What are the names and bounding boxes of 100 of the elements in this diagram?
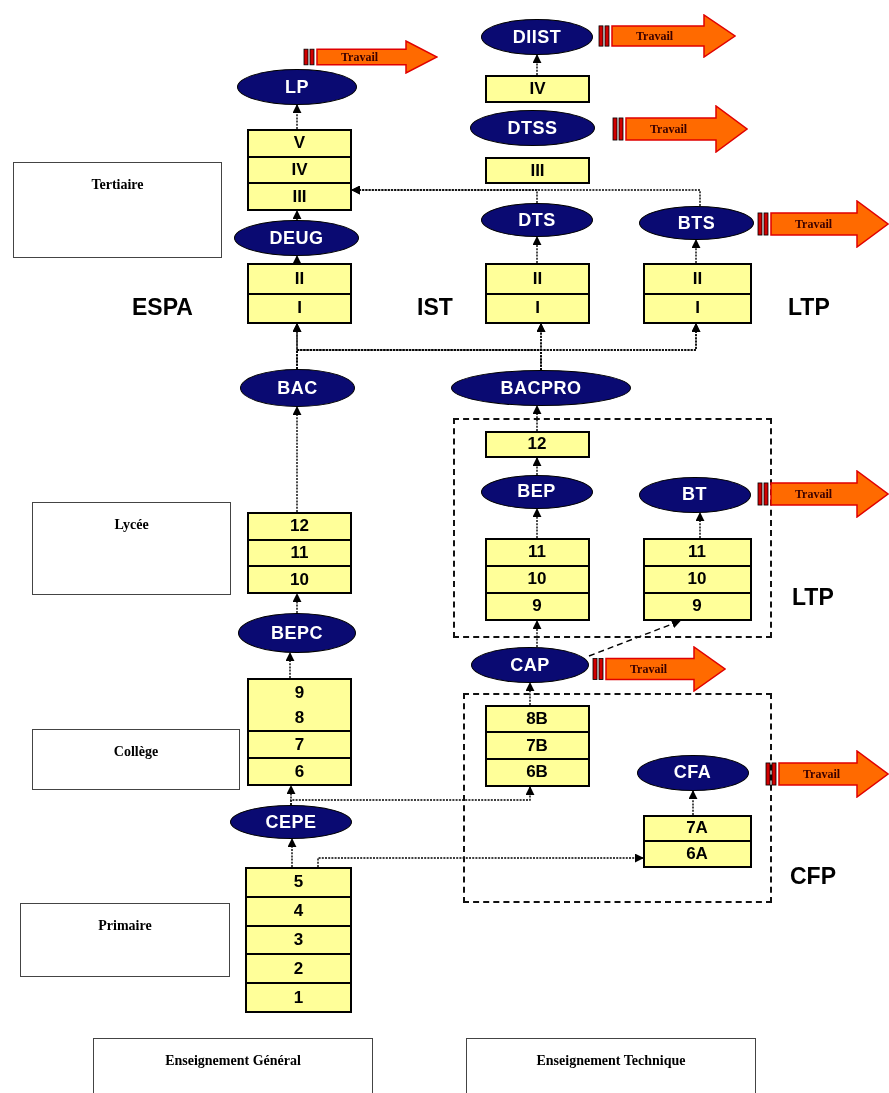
grade-cell-text: 12 bbox=[289, 515, 310, 538]
connector-arrow bbox=[540, 323, 701, 371]
connector-arrow bbox=[292, 406, 302, 513]
diploma-oval: DTSS bbox=[470, 110, 595, 146]
connector-arrow bbox=[691, 239, 701, 264]
level-box bbox=[32, 729, 240, 790]
diploma-oval: BAC bbox=[240, 369, 355, 407]
grade-cell-text: 11 bbox=[527, 541, 547, 563]
diploma-oval: BEP bbox=[480, 474, 593, 509]
level-box bbox=[20, 903, 230, 977]
institution-label: IST bbox=[417, 294, 453, 321]
grade-cell: I bbox=[249, 292, 350, 322]
connector-arrow bbox=[688, 790, 698, 816]
grade-stack bbox=[247, 678, 352, 786]
grade-stack bbox=[484, 704, 590, 787]
level-box bbox=[32, 502, 231, 595]
diploma-oval: BTS bbox=[639, 206, 754, 240]
grade-stack bbox=[247, 129, 352, 211]
grade-cell-text: 9 bbox=[293, 681, 306, 704]
connector-arrow bbox=[285, 652, 295, 679]
grade-cell-text: 7A bbox=[685, 817, 709, 840]
connector-arrow bbox=[287, 838, 297, 868]
diploma-oval: BT bbox=[638, 476, 751, 513]
grade-cell-text: 11 bbox=[687, 541, 707, 563]
arrow-label: Travail bbox=[803, 767, 841, 782]
connector-arrow bbox=[317, 853, 644, 868]
connector-arrow bbox=[532, 620, 542, 648]
grade-cell: 9 bbox=[486, 591, 588, 619]
arrow-label: Travail bbox=[636, 29, 674, 44]
grade-stack bbox=[642, 814, 752, 868]
grade-stack bbox=[485, 263, 590, 324]
diploma-oval: CFA bbox=[636, 754, 749, 791]
grade-cell-text: III bbox=[529, 159, 546, 182]
arrow-label: Travail bbox=[650, 122, 688, 137]
grade-cell: 7B bbox=[486, 731, 588, 758]
grade-cell-text: 8B bbox=[525, 707, 549, 730]
connector-arrow bbox=[292, 255, 302, 265]
grade-cell: 6B bbox=[486, 757, 588, 785]
grade-cell: 4 bbox=[247, 895, 350, 925]
grade-cell: 6 bbox=[249, 757, 350, 784]
connector-arrow bbox=[351, 185, 701, 207]
level-title: Collège bbox=[112, 744, 160, 760]
diploma-oval: LP bbox=[237, 69, 357, 105]
level-title: Primaire bbox=[97, 918, 153, 934]
level-box bbox=[466, 1038, 756, 1093]
diploma-oval: DTS bbox=[481, 203, 593, 237]
institution-label: ESPA bbox=[132, 294, 193, 321]
grade-cell-text: II bbox=[531, 267, 544, 290]
diploma-oval: DEUG bbox=[234, 220, 359, 256]
region-label: LTP bbox=[792, 584, 834, 611]
grade-stack bbox=[245, 867, 352, 1013]
grade-stack bbox=[485, 75, 590, 103]
level-box bbox=[13, 162, 222, 258]
connector-arrow bbox=[532, 54, 542, 76]
grade-cell: 10 bbox=[249, 565, 350, 592]
grade-stack bbox=[485, 157, 590, 184]
grade-cell-text: 8 bbox=[293, 706, 306, 729]
grade-cell-text: II bbox=[691, 267, 704, 290]
diploma-oval: DIIST bbox=[481, 19, 593, 55]
arrow-label: Travail bbox=[795, 217, 833, 232]
grade-cell: 10 bbox=[644, 564, 750, 592]
connector-arrow bbox=[532, 405, 542, 432]
grade-cell: I bbox=[645, 292, 750, 322]
grade-cell-text: V bbox=[292, 132, 307, 155]
connector-arrow bbox=[292, 104, 302, 130]
connector-arrow bbox=[532, 236, 542, 264]
grade-cell-text: IV bbox=[528, 78, 547, 100]
grade-cell: 2 bbox=[247, 953, 350, 983]
diploma-oval: CEPE bbox=[230, 805, 352, 839]
grade-cell: I bbox=[487, 292, 588, 322]
arrow-label: Travail bbox=[341, 50, 379, 65]
diploma-oval: CAP bbox=[471, 647, 589, 683]
connector-arrow bbox=[532, 508, 542, 539]
grade-cell: III bbox=[249, 182, 350, 209]
level-title: Tertiaire bbox=[90, 177, 145, 193]
connector-arrow bbox=[290, 786, 535, 806]
grade-cell: 6A bbox=[644, 840, 750, 866]
grade-cell: 11 bbox=[249, 538, 350, 566]
grade-stack bbox=[247, 263, 352, 324]
grade-stack bbox=[643, 263, 752, 324]
connector-arrow bbox=[532, 457, 542, 476]
grade-stack bbox=[642, 537, 752, 621]
grade-cell: 9 bbox=[644, 591, 750, 619]
connector-arrow bbox=[588, 619, 681, 657]
grade-stack bbox=[484, 430, 590, 458]
grade-cell: 10 bbox=[486, 564, 588, 592]
level-title: Lycée bbox=[113, 517, 150, 533]
grade-cell-text: II bbox=[293, 267, 306, 290]
institution-label: LTP bbox=[788, 294, 830, 321]
grade-cell: 7 bbox=[249, 730, 350, 757]
level-title: Enseignement Technique bbox=[535, 1053, 687, 1069]
grade-cell: 1 bbox=[247, 982, 350, 1011]
diploma-oval: BACPRO bbox=[451, 370, 631, 406]
connector-arrow bbox=[695, 512, 705, 539]
grade-cell: 3 bbox=[247, 924, 350, 954]
level-box bbox=[93, 1038, 373, 1093]
region-label: CFP bbox=[790, 863, 836, 890]
diploma-oval: BEPC bbox=[238, 613, 356, 653]
grade-cell-text: 5 bbox=[292, 871, 305, 894]
arrow-label: Travail bbox=[630, 662, 668, 677]
